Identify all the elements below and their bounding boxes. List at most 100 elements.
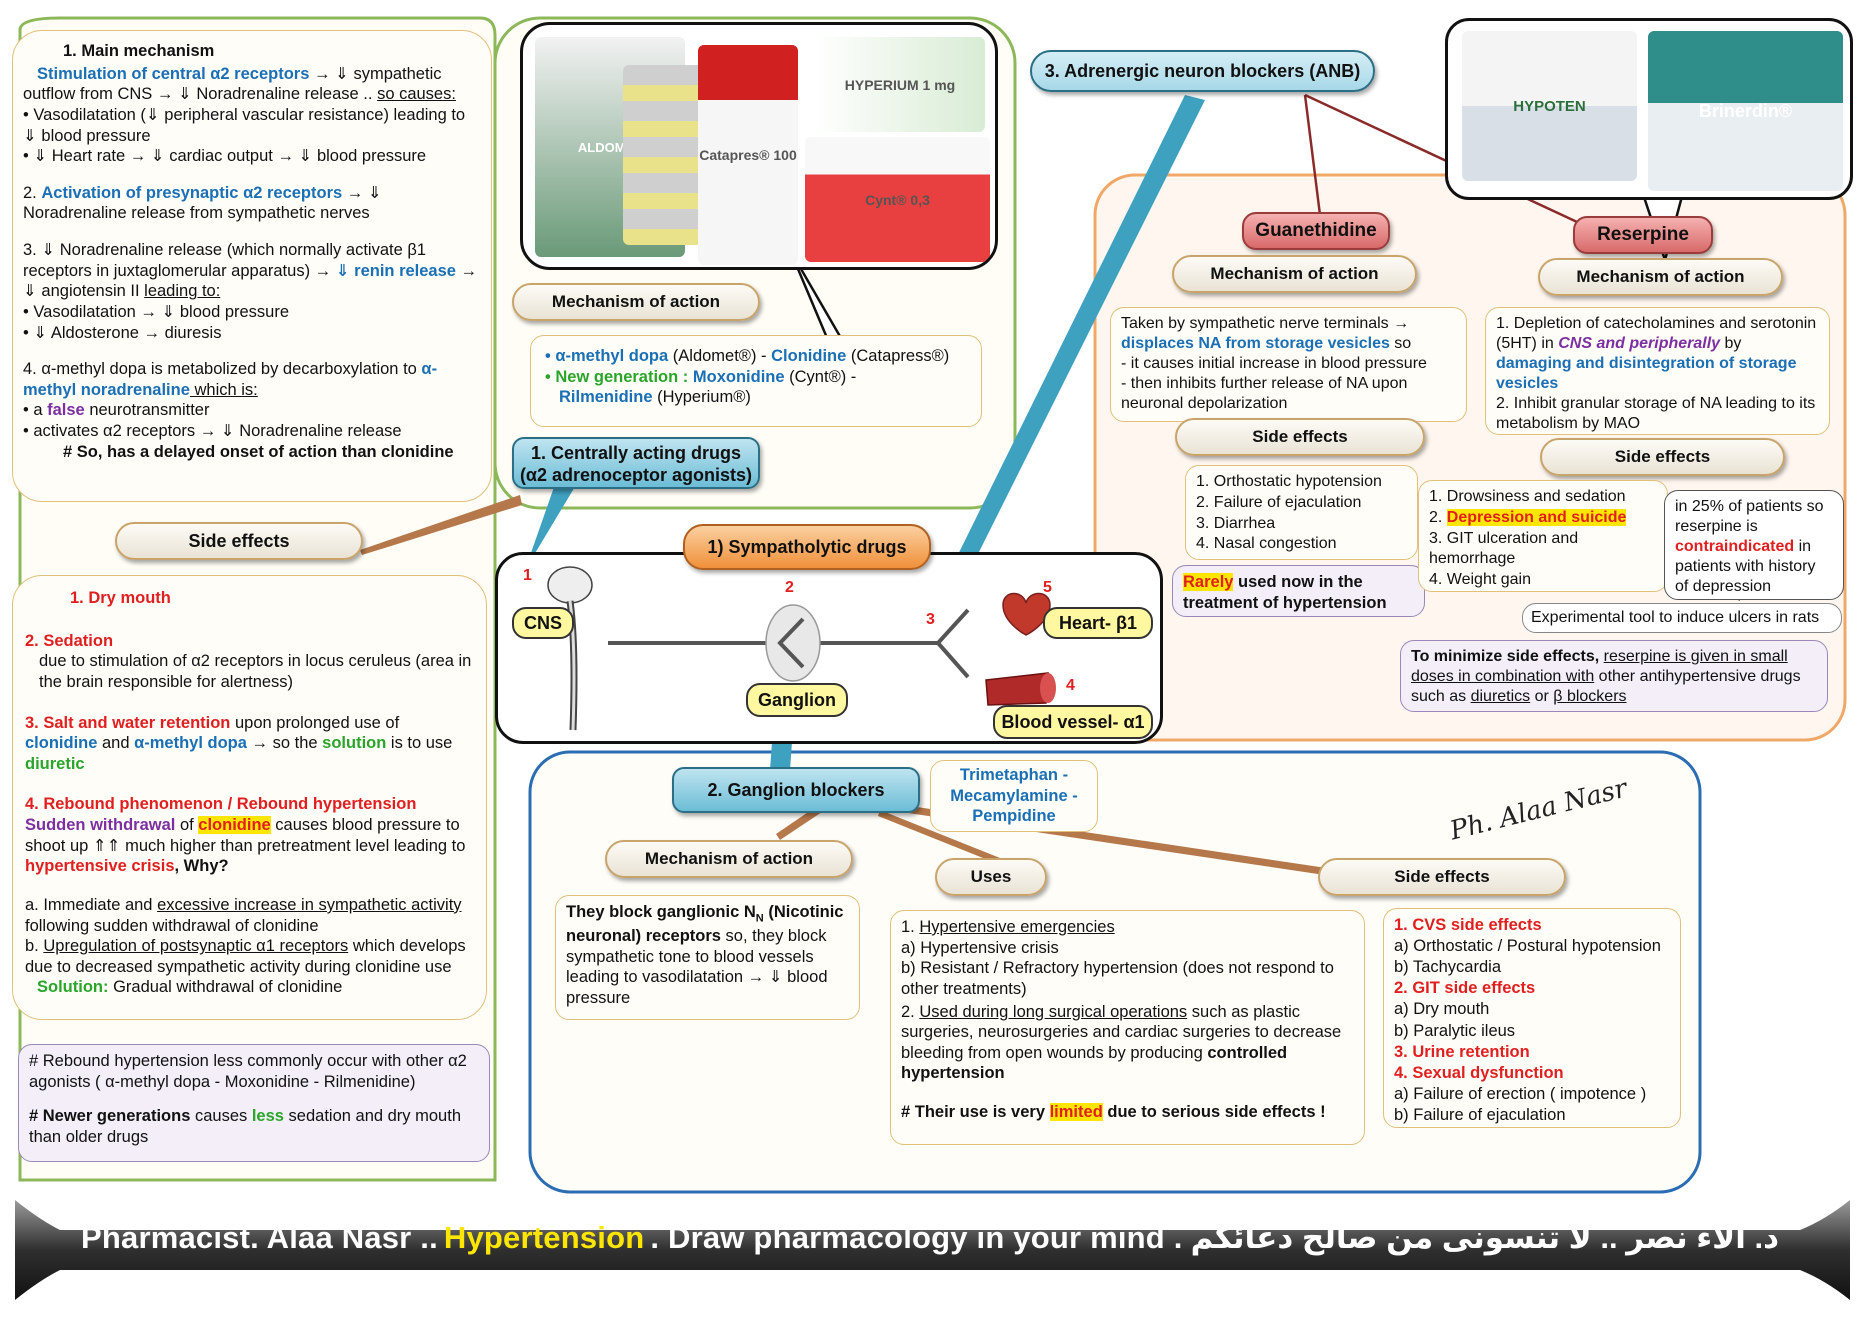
uses-label: Uses [935,858,1047,896]
label-num-4: 4 [1066,677,1075,694]
gs2: 2. GIT side effects [1394,979,1536,998]
g-s3: 3. Diarrhea [1196,514,1276,532]
connector-gmoa [776,804,825,840]
gang-se-box: 1. CVS side effects a) Orthostatic / Pos… [1383,908,1681,1128]
res-experimental-note: Experimental tool to induce ulcers in ra… [1522,603,1842,633]
gmoa-2: (Nicotinic neuronal) receptors [566,903,844,946]
left-side-effects-label: Side effects [115,522,363,560]
res-moa-box: 1. Depletion of catecholamines and serot… [1485,307,1830,435]
r-min1: To minimize side effects, [1411,648,1604,665]
m4-note: # So, has a delayed onset of action than… [63,442,454,461]
u2c: such as plastic surgeries, neurosurgerie… [901,1002,1342,1062]
r-s1: 1. Drowsiness and sedation [1429,488,1626,505]
gs4: 4. Sexual dysfunction [1394,1063,1564,1082]
connector-uses [878,810,1000,864]
r-m1: 1. Depletion of catecholamines and serot… [1496,315,1817,352]
g-m1: Taken by sympathetic nerve terminals → [1121,315,1410,332]
heart-shape [1002,592,1051,636]
r-s2a: 2. [1429,508,1447,526]
se4-c: clonidine [198,816,271,834]
main-mechanism-title: 1. Main mechanism [63,42,215,60]
m3-bullet-2: • ⇓ Aldosterone → diuresis [23,323,222,342]
guan-se-label: Side effects [1175,418,1425,456]
r-s3: 3. GIT ulceration and hemorrhage [1429,529,1579,568]
se3-d: and [97,734,135,753]
r-min4: diuretics [1470,688,1531,705]
sol-a: Solution: [37,978,109,997]
res-moa-label: Mechanism of action [1538,258,1783,296]
r-n3: in patients with history of depression [1675,538,1816,595]
central-drugs-box: • α-methyl dopa (Aldomet®) - Clonidine (… [530,335,982,427]
se4-d: causes blood pressure to shoot up ⇑⇑ muc… [25,816,466,855]
main-mechanism-box: 1. Main mechanism Stimulation of central… [12,30,492,502]
res-se-box: 1. Drowsiness and sedation 2. Depression… [1418,480,1668,592]
gs1: 1. CVS side effects [1394,916,1542,934]
anb-photos-box: HYPOTEN Brinerdin® [1445,18,1853,200]
gang-moa-label: Mechanism of action [605,840,853,878]
hyperium-photo: HYPERIUM 1 mg [815,37,985,132]
footer-ribbon [15,1200,1850,1300]
gmoa-sub: N [755,912,764,925]
r-min2: reserpine is given in small doses in com… [1411,648,1788,685]
g-m3: so [1389,335,1412,352]
r-n2: contraindicated [1675,538,1795,555]
se4-a: Sudden withdrawal [25,816,176,834]
anb-title: 3. Adrenergic neuron blockers (ANB) [1030,50,1375,92]
heart-label: Heart- β1 [1043,607,1153,639]
guan-moa-label: Mechanism of action [1172,255,1417,293]
left-notes-box: # Rebound hypertension less commonly occ… [18,1044,490,1162]
u2d: controlled hypertension [901,1043,1288,1083]
central-moa-label: Mechanism of action [512,283,760,321]
label-num-5: 5 [1043,579,1052,596]
se4-f: , Why? [174,857,229,876]
g-r1: Rarely [1183,573,1234,591]
m3-d: leading to: [144,282,221,301]
d1b: α-methyl dopa [555,347,669,365]
m3-a: 3. ⇓ Noradrenaline release (which normal… [23,241,427,280]
d1c: (Aldomet®) - [668,347,772,365]
label-num-1: 1 [523,567,532,584]
nerve-terminal [935,608,970,679]
se4-e: hypertensive crisis [25,857,175,876]
ganglion-label: Ganglion [746,683,848,717]
m3-bullet-1: • Vasodilatation → ⇓ blood pressure [23,302,290,321]
gs2b: b) Paralytic ileus [1394,1021,1516,1040]
gs1b: b) Tachycardia [1394,958,1502,977]
d2e: (Hyperium®) [652,388,751,407]
wb-a: b. [25,937,44,956]
d1a: • [545,347,556,365]
m1-rest: → ⇓ sympathetic outflow from CNS → ⇓ Nor… [23,64,442,104]
se4-b: of [175,816,199,834]
wa-a: a. Immediate and [25,895,158,914]
se3-h: is to use [386,734,453,753]
centrally-title-l1: 1. Centrally acting drugs [530,443,742,463]
res-depression-note: in 25% of patients so reserpine is contr… [1664,490,1844,600]
gs1a: a) Orthostatic / Postural hypotension [1394,937,1661,956]
cns-label: CNS [512,607,574,639]
gs4a: a) Failure of erection ( impotence ) [1394,1084,1647,1103]
g-s1: 1. Orthostatic hypotension [1196,473,1382,490]
g-m5: - then inhibits further release of NA up… [1121,375,1408,412]
brinerdin-photo: Brinerdin® [1648,31,1843,191]
m3-renin: ⇓ renin release [335,261,456,280]
r-s4: 4. Weight gain [1429,571,1531,589]
r-min6: β blockers [1553,688,1627,705]
r-min5: or [1530,688,1554,705]
d2c: (Cynt®) - [784,367,857,386]
d1d: Clonidine [771,347,847,365]
footer-c: . Draw pharmacology in your mind . [650,1220,1183,1255]
guanethidine-btn: Guanethidine [1242,212,1390,250]
footer-b: Hypertension [443,1220,645,1255]
d2b: Moxonidine [692,367,785,386]
m4-b1c: neurotransmitter [84,401,210,420]
guan-se-box: 1. Orthostatic hypotension 2. Failure of… [1185,465,1418,560]
r-n1: in 25% of patients so reserpine is [1675,498,1824,535]
arrow-guan [1303,94,1322,216]
r-m3: by [1720,335,1742,352]
se2-detail: due to stimulation of α2 receptors in lo… [39,652,472,691]
label-num-3: 3 [926,611,935,628]
guan-rarely-box: Rarely used now in the treatment of hype… [1172,565,1425,617]
d2d: Rilmenidine [559,388,653,407]
centrally-acting-title: 1. Centrally acting drugs (α2 adrenocept… [512,437,760,489]
catapres-photo: Catapres® 100 [698,45,798,265]
